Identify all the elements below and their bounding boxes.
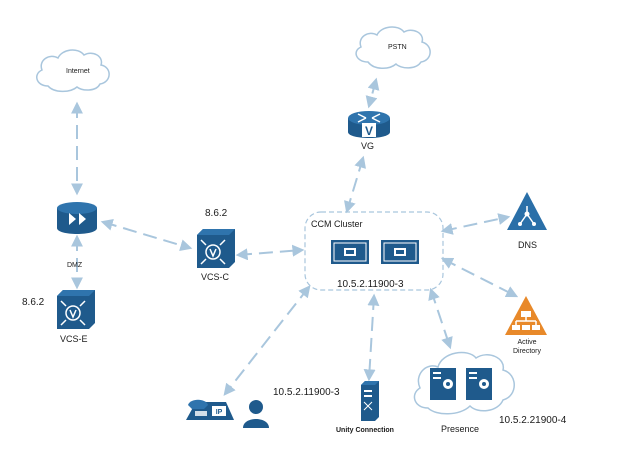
unity-connection-server-icon [361,381,379,421]
active-directory-label-line1: Active [517,339,537,346]
link-ccm-unity [363,293,380,382]
dmz-label: DMZ [67,262,83,269]
link-ccm-ad [440,257,519,298]
vcs-e-icon [57,290,95,329]
pstn-cloud [355,26,431,69]
vcs-e-version: 8.6.2 [22,297,45,308]
unity-version: 10.5.2.11900-3 [273,387,340,398]
link-ccm-dns [440,213,511,235]
active-directory-label-line2: Directory [512,348,541,355]
dns-label: DNS [518,240,538,250]
ccm-server-1-icon [331,240,369,264]
connection-lines [71,77,519,396]
vg-label: VG [361,141,375,151]
vcs-c-label: VCS-C [201,272,230,282]
vg-router-icon: V [348,111,390,138]
active-directory-icon [505,296,547,335]
presence-version: 10.5.2.21900-4 [499,415,567,426]
internet-label: Internet [66,68,90,75]
vcs-c-version: 8.6.2 [205,208,228,219]
link-vcsc-ccm [235,244,305,261]
dns-icon [507,192,547,230]
user-icon [243,400,269,428]
link-ccm-presence [428,287,453,350]
vcs-e-label: VCS-E [60,334,88,344]
vcs-c-icon [197,229,235,268]
presence-cloud [413,351,515,415]
presence-label: Presence [441,424,480,434]
svg-text:V: V [365,124,373,138]
internet-cloud [36,49,110,93]
ccm-cluster-box [304,211,444,291]
presence-server-2-icon [466,368,492,400]
ccm-server-2-icon [381,240,419,264]
presence-server-1-icon [430,368,456,400]
link-dmz-vcsc [100,219,193,251]
link-pstn-vg [365,77,380,109]
link-vg-ccm [344,155,366,214]
svg-text:IP: IP [216,409,223,416]
link-ccm-phone [223,285,311,396]
ip-phone-icon: IP [186,399,234,420]
dmz-firewall-icon [57,202,97,234]
unity-connection-label: Unity Connection [336,427,394,434]
ccm-cluster-label: CCM Cluster [311,219,363,229]
ccm-version: 10.5.2.11900-3 [337,279,404,290]
pstn-label: PSTN [388,44,407,51]
